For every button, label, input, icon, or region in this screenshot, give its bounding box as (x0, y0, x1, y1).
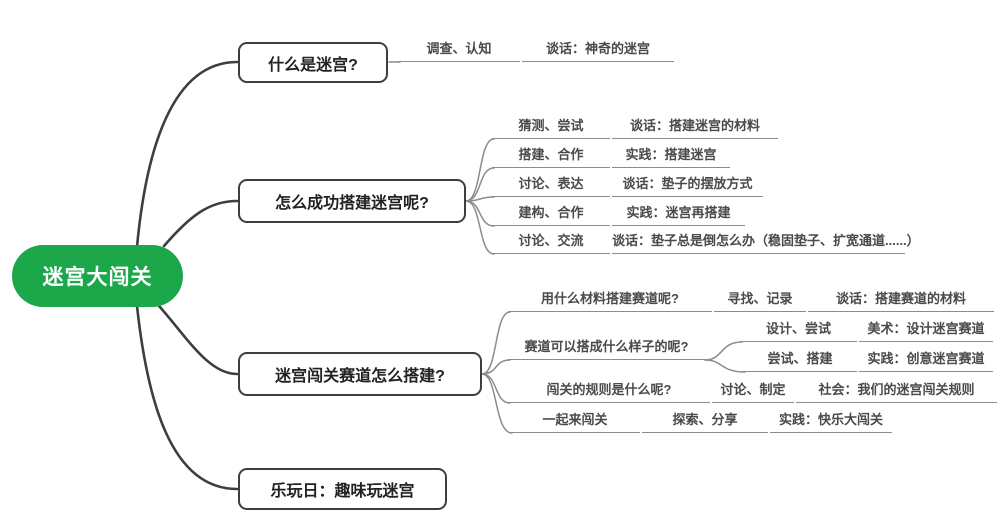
node-b1-outcome[interactable]: 谈话：神奇的迷宫 (522, 38, 674, 62)
node-b2-r3-outcome[interactable]: 谈话：垫子的摆放方式 (612, 173, 763, 197)
topic-box-how-build-track[interactable]: 迷宫闯关赛道怎么搭建? (238, 352, 482, 396)
node-b3-r4-activity[interactable]: 探索、分享 (642, 409, 768, 433)
node-b2-r2-activity[interactable]: 搭建、合作 (492, 144, 610, 168)
topic-box-what-is-maze[interactable]: 什么是迷宫? (238, 42, 388, 83)
node-b3-r3-activity[interactable]: 讨论、制定 (712, 379, 794, 403)
root-node[interactable]: 迷宫大闯关 (12, 245, 183, 307)
node-b3-r4-outcome[interactable]: 实践：快乐大闯关 (770, 409, 892, 433)
node-b2-r3-activity[interactable]: 讨论、表达 (492, 173, 610, 197)
node-b2-r4-outcome[interactable]: 实践：迷宫再搭建 (612, 202, 745, 226)
node-b3-r1-question[interactable]: 用什么材料搭建赛道呢? (508, 288, 712, 312)
topic-box-label: 迷宫闯关赛道怎么搭建? (275, 368, 445, 385)
node-b2-r4-activity[interactable]: 建构、合作 (492, 202, 610, 226)
topic-box-label: 乐玩日：趣味玩迷宫 (270, 483, 415, 500)
topic-box-fun-play-day[interactable]: 乐玩日：趣味玩迷宫 (238, 468, 447, 510)
node-b2-r1-outcome[interactable]: 谈话：搭建迷宫的材料 (612, 115, 778, 139)
node-b3-r4-question[interactable]: 一起来闯关 (510, 409, 640, 433)
node-b3-r2a-activity[interactable]: 设计、尝试 (740, 318, 857, 342)
topic-box-how-build-maze[interactable]: 怎么成功搭建迷宫呢? (238, 179, 466, 223)
node-b3-r2-question[interactable]: 赛道可以搭成什么样子的呢? (508, 336, 705, 360)
root-node-label: 迷宫大闯关 (42, 266, 153, 289)
node-b3-r1-activity[interactable]: 寻找、记录 (714, 288, 806, 312)
topic-box-label: 怎么成功搭建迷宫呢? (275, 195, 429, 212)
node-b2-r5-activity[interactable]: 讨论、交流 (492, 230, 610, 254)
node-b1-activity[interactable]: 调查、认知 (398, 38, 520, 62)
node-b2-r1-activity[interactable]: 猜测、尝试 (492, 115, 610, 139)
node-b3-r3-outcome[interactable]: 社会：我们的迷宫闯关规则 (796, 379, 997, 403)
node-b2-r2-outcome[interactable]: 实践：搭建迷宫 (612, 144, 730, 168)
node-b3-r3-question[interactable]: 闯关的规则是什么呢? (508, 379, 710, 403)
node-b2-r5-outcome[interactable]: 谈话：垫子总是倒怎么办（稳固垫子、扩宽通道......） (612, 230, 920, 254)
node-b3-r2b-outcome[interactable]: 实践：创意迷宫赛道 (859, 348, 993, 372)
node-b3-r2a-outcome[interactable]: 美术：设计迷宫赛道 (859, 318, 993, 342)
node-b3-r2b-activity[interactable]: 尝试、搭建 (743, 348, 857, 372)
topic-box-label: 什么是迷宫? (268, 56, 358, 74)
node-b3-r1-outcome[interactable]: 谈话：搭建赛道的材料 (808, 288, 994, 312)
